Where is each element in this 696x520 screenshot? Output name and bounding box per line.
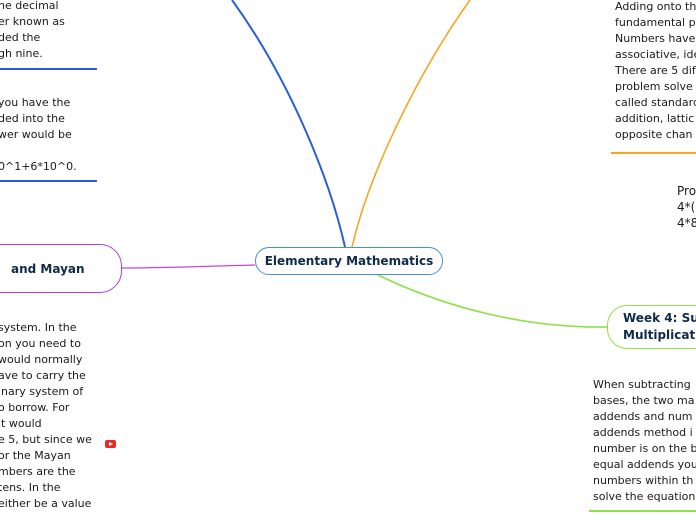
connector-purple: [120, 264, 256, 269]
youtube-icon[interactable]: [105, 440, 116, 448]
left-note-expanded-underline: [0, 180, 97, 182]
right-note-subtraction: When subtracting bases, the two ma adden…: [593, 378, 696, 503]
left-note-expanded: you have the ded into the wer would be 0…: [0, 96, 77, 173]
right-note-properties: Pro 4*( 4*8: [677, 184, 696, 230]
right-note-addition: Adding onto th fundamental p Numbers hav…: [615, 0, 696, 141]
left-topic-node[interactable]: and Mayan: [0, 244, 122, 293]
left-note-decimal-underline: [0, 68, 97, 70]
connector-orange: [351, 0, 471, 248]
center-topic-node[interactable]: Elementary Mathematics: [255, 247, 443, 275]
right-topic-node[interactable]: Week 4: Sub Multiplicati: [607, 305, 696, 349]
connector-blue: [231, 0, 346, 248]
right-note-addition-underline: [611, 152, 696, 154]
connector-green: [377, 274, 608, 328]
left-note-decimal: he decimal er known as ded the gh nine.: [0, 0, 65, 60]
right-note-subtraction-underline: [589, 510, 696, 512]
left-note-mayan: system. In the on you need to would norm…: [0, 321, 92, 510]
